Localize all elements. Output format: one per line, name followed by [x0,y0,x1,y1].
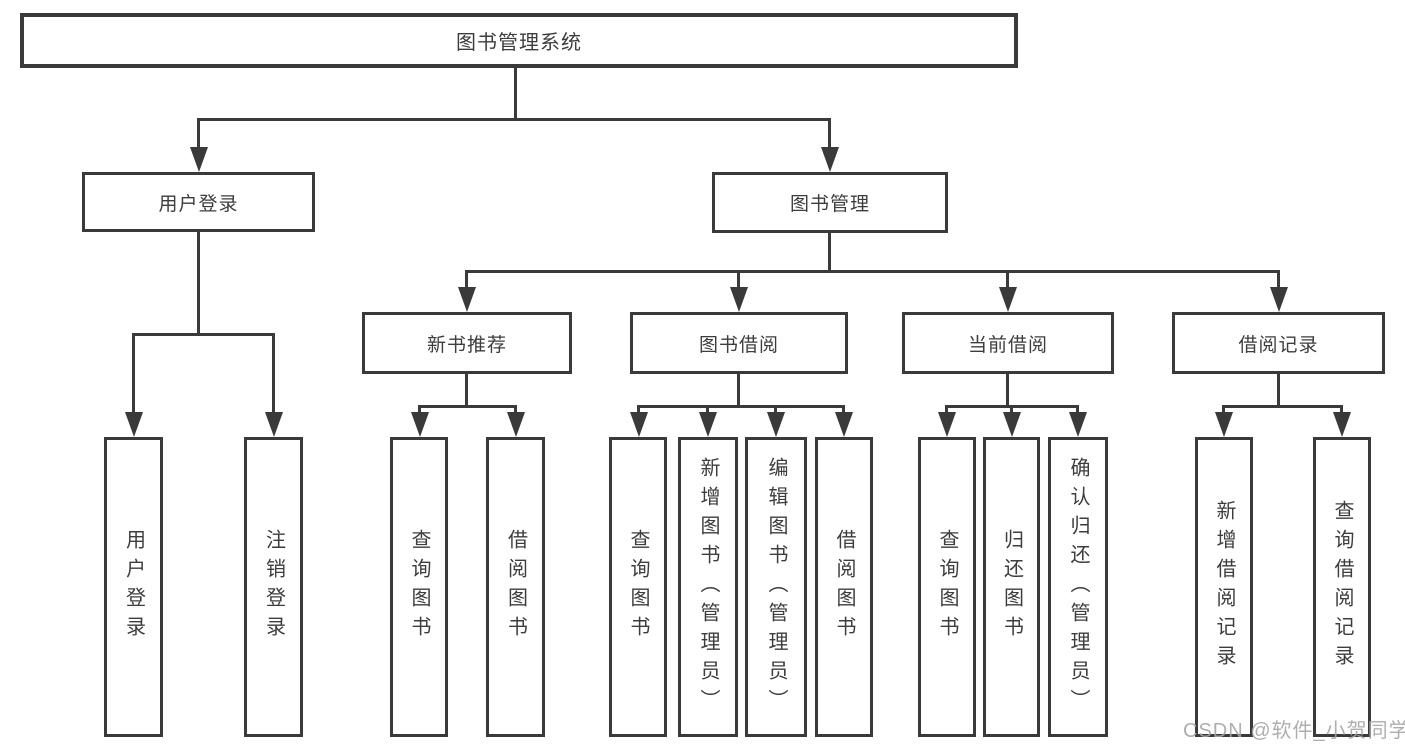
connector-arrow-line [514,405,517,415]
connector-arrow-line [197,118,200,150]
connector-arrow-line [706,405,709,415]
node-library-management-system: 图书管理系统 [20,13,1018,68]
connector-stem-root [514,68,517,120]
node-label: 图书管理 [789,194,870,215]
connector-rail-borrowing [637,405,845,408]
leaf-add-books-admin: 新增图书（管理员） [678,437,738,737]
node-book-borrowing: 图书借阅 [630,312,848,374]
connector-rail-user-login [132,333,275,336]
leaf-label: 注销登录 [262,529,285,645]
connector-arrow-line [465,270,468,290]
leaf-add-borrow-record: 新增借阅记录 [1195,437,1253,737]
node-label: 用户登录 [158,193,239,215]
node-borrowing-records: 借阅记录 [1172,312,1385,374]
arrowhead-down-icon [1003,412,1021,437]
leaf-query-books-borrow: 查询图书 [609,437,667,737]
arrowhead-down-icon [265,412,283,437]
connector-arrow-line [1010,405,1013,415]
arrowhead-down-icon [835,412,853,437]
leaf-label: 查询借阅记录 [1331,500,1353,674]
connector-arrow-line [1277,270,1280,290]
connector-arrow-line [1006,270,1009,290]
arrowhead-down-icon [630,412,648,437]
leaf-confirm-return-admin: 确认归还（管理员） [1048,437,1108,737]
arrowhead-down-icon [1215,412,1233,437]
arrowhead-down-icon [190,147,208,172]
arrowhead-down-icon [1270,287,1288,312]
arrowhead-down-icon [458,287,476,312]
leaf-label: 查询图书 [627,529,649,645]
node-label: 新书推荐 [426,334,507,356]
leaf-user-login: 用户登录 [104,437,163,737]
leaf-label: 查询图书 [408,529,430,645]
leaf-label: 查询图书 [936,529,958,645]
connector-stem-user-login [197,232,200,336]
connector-stem-book-management [828,233,831,273]
arrowhead-down-icon [507,412,525,437]
leaf-query-books-recommend: 查询图书 [390,437,448,737]
leaf-edit-books-admin: 编辑图书（管理员） [745,437,807,737]
node-current-borrowing: 当前借阅 [902,312,1114,374]
connector-arrow-line [132,333,135,413]
connector-arrow-line [774,405,777,415]
leaf-label: 借阅图书 [833,529,855,645]
arrowhead-down-icon [938,412,956,437]
connector-arrow-line [945,405,948,415]
leaf-borrow-books: 借阅图书 [815,437,873,737]
arrowhead-down-icon [821,147,839,172]
leaf-label: 确认归还（管理员） [1067,456,1089,718]
connector-arrow-line [737,270,740,290]
connector-arrow-line [1222,405,1225,415]
node-label: 借阅记录 [1238,334,1319,356]
connector-stem-current [1006,374,1009,408]
connector-arrow-line [637,405,640,415]
connector-stem-recommend [465,374,468,408]
arrowhead-down-icon [1069,412,1087,437]
node-user-login-branch: 用户登录 [82,172,315,232]
connector-rail-sections [465,270,1279,273]
arrowhead-down-icon [699,412,717,437]
connector-arrow-line [1340,405,1343,415]
node-book-management-branch: 图书管理 [712,172,948,233]
connector-arrow-line [842,405,845,415]
connector-stem-records [1277,374,1280,408]
connector-arrow-line [272,333,275,413]
node-label: 图书借阅 [698,334,779,356]
node-new-book-recommendation: 新书推荐 [362,312,572,374]
leaf-label: 用户登录 [122,529,145,645]
node-label: 图书管理系统 [456,32,582,54]
connector-arrow-line [828,118,831,150]
leaf-label: 新增借阅记录 [1213,500,1235,674]
leaf-query-books-current: 查询图书 [918,437,976,737]
leaf-logout: 注销登录 [244,437,303,737]
connector-rail-level1 [197,118,831,121]
csdn-watermark: CSDN @软件_小贺同学 [1183,720,1405,742]
connector-stem-borrowing [737,374,740,408]
arrowhead-down-icon [730,287,748,312]
connector-arrow-line [418,405,421,415]
connector-arrow-line [1076,405,1079,415]
arrowhead-down-icon [411,412,429,437]
leaf-return-books: 归还图书 [983,437,1040,737]
arrowhead-down-icon [125,412,143,437]
connector-rail-recommend [418,405,517,408]
arrowhead-down-icon [999,287,1017,312]
arrowhead-down-icon [767,412,785,437]
leaf-borrow-books-recommend: 借阅图书 [486,437,545,737]
leaf-label: 编辑图书（管理员） [765,456,787,718]
connector-rail-records [1222,405,1342,408]
leaf-label: 借阅图书 [504,529,527,645]
node-label: 当前借阅 [967,334,1048,356]
leaf-label: 归还图书 [1000,529,1023,645]
leaf-query-borrow-record: 查询借阅记录 [1313,437,1371,737]
leaf-label: 新增图书（管理员） [697,456,719,718]
arrowhead-down-icon [1333,412,1351,437]
